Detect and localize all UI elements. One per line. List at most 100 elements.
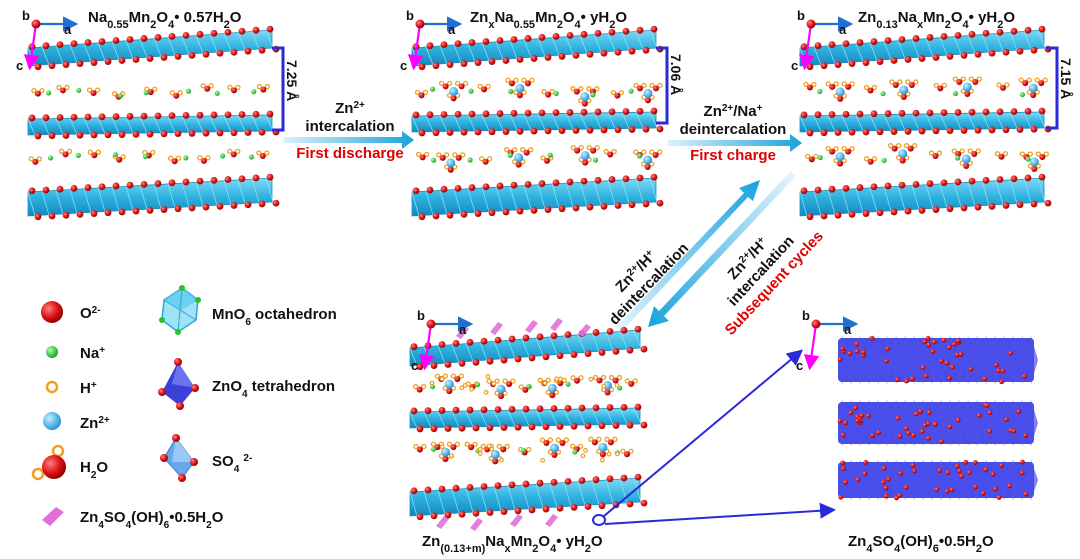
svg-text:MnO6 octahedron: MnO6 octahedron [212, 306, 337, 328]
oxygen-atom [572, 204, 580, 212]
layer-facet [139, 185, 148, 210]
oxygen-atom [551, 452, 558, 459]
oxygen-atom [32, 158, 39, 165]
oxygen-atom [486, 357, 494, 365]
proton-atom [913, 79, 919, 85]
proton-atom [936, 150, 943, 156]
oxygen-atom [581, 100, 588, 107]
axis-b-label: b [22, 8, 30, 23]
oxygen-atom [486, 424, 494, 432]
proton-ion [485, 373, 491, 379]
oxygen-atom [876, 430, 882, 435]
oxygen-atom [598, 502, 606, 510]
oxygen-atom [1002, 48, 1010, 56]
oxygen-atom [843, 479, 849, 485]
proton-atom [464, 441, 470, 447]
oxygen-atom [996, 368, 1002, 374]
oxygen-atom [524, 80, 531, 87]
oxygen-atom [230, 87, 237, 94]
oxygen-atom [454, 40, 462, 48]
oxygen-atom [416, 513, 424, 521]
oxygen-atom [474, 59, 482, 66]
oxygen-atom [891, 145, 898, 152]
oxygen-atom [960, 204, 968, 212]
proton-atom [994, 151, 1001, 157]
oxygen-atom [904, 56, 912, 63]
zinc-hydrate [486, 378, 516, 400]
oxygen-atom [842, 184, 850, 192]
oxygen-atom [1008, 350, 1013, 356]
oxygen-atom [538, 109, 546, 117]
oxygen-atom [829, 83, 836, 90]
layer-facet [521, 409, 530, 427]
zhs-layer [837, 400, 1038, 446]
oxygen-atom [650, 173, 658, 181]
oxygen-atom [912, 468, 917, 474]
oxygen-atom [974, 50, 982, 58]
oxygen-atom [146, 130, 154, 138]
layer-facet [451, 411, 460, 428]
oxygen-atom [171, 158, 178, 165]
proton-atom [967, 148, 973, 154]
oxygen-atom [931, 339, 937, 345]
oxygen-atom [570, 351, 578, 359]
layer-facet [579, 35, 588, 54]
sodium-ion [214, 90, 220, 96]
oxygen-atom [552, 179, 560, 187]
oxygen-atom [412, 187, 420, 195]
oxygen-atom [412, 111, 420, 119]
oxygen-atom [960, 51, 968, 59]
layer-facet [55, 190, 64, 215]
oxygen-atom [424, 486, 432, 494]
proton-atom [805, 153, 811, 160]
proton-atom [504, 443, 510, 450]
zhs-platelet [578, 324, 591, 337]
oxygen-atom [840, 432, 846, 438]
oxygen-atom [946, 205, 954, 213]
sodium-ion [636, 153, 643, 159]
oxygen-atom [559, 440, 566, 447]
oxygen-atom [934, 486, 940, 492]
zinc-ion [444, 379, 454, 389]
zhs-platelet [490, 322, 503, 335]
layer-facet [577, 481, 586, 506]
zinc-ion [514, 153, 524, 163]
oxygen-atom [828, 41, 836, 49]
oxygen-atom [42, 186, 50, 194]
axis-set: bac [16, 8, 79, 73]
structure-znxna055mn2o4 [411, 25, 664, 221]
oxygen-atom [808, 156, 815, 163]
oxygen-atom [538, 34, 546, 41]
zno4-tetrahedron [883, 400, 894, 446]
zinc-ion [835, 152, 845, 162]
oxygen-atom [472, 358, 480, 366]
oxygen-atom [884, 110, 892, 117]
oxygen-atom [238, 111, 246, 118]
proton-atom [529, 77, 535, 83]
oxygen-atom [458, 510, 466, 518]
oxygen-atom [76, 131, 84, 139]
oxygen-atom [188, 130, 196, 137]
zinc-hydrate [430, 441, 461, 463]
oxygen-atom [468, 444, 475, 451]
oxygen-atom [951, 341, 957, 347]
layer-facet [481, 187, 490, 212]
oxygen-atom [480, 483, 488, 490]
oxygen-atom [126, 112, 134, 120]
oxygen-atom [1039, 154, 1046, 161]
layer-facet [493, 410, 502, 427]
layer-facet [995, 33, 1004, 52]
layer-facet [223, 180, 232, 205]
layer-facet [827, 115, 836, 132]
oxygen-atom [837, 357, 843, 362]
proton-atom [414, 89, 421, 96]
sodium-ion [817, 154, 823, 161]
oxygen-atom [204, 85, 211, 92]
layer-facet [465, 343, 474, 362]
axis-c-label: c [796, 358, 803, 373]
proton-atom [833, 81, 839, 87]
proton-atom [496, 443, 502, 450]
oxygen-atom [945, 470, 951, 476]
oxygen-atom [890, 57, 898, 64]
proton-atom [951, 148, 957, 154]
